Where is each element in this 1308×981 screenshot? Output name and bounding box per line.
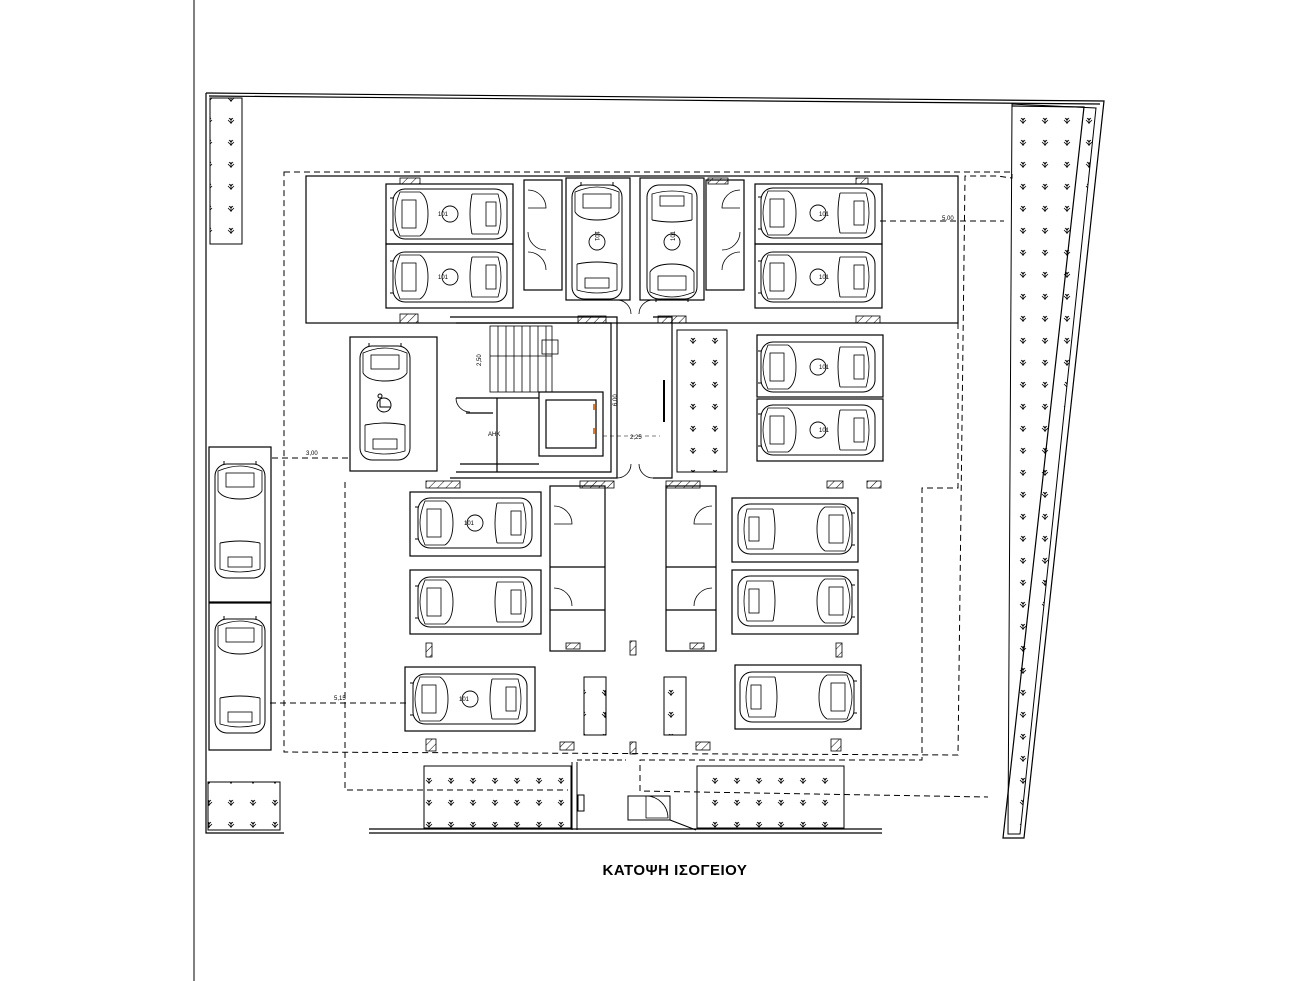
car-space — [758, 188, 875, 238]
wheelchair-icon — [376, 393, 392, 413]
unit-tag: 101 — [671, 230, 677, 241]
storage-room-label: ΑΗΚ — [488, 432, 500, 438]
dimension-setback-bottom: 5,15 — [334, 696, 346, 702]
car-space — [647, 185, 697, 302]
car-space — [390, 252, 507, 302]
car-space — [737, 575, 856, 627]
car-space — [758, 252, 875, 302]
dimension-stair: 2,50 — [477, 354, 483, 366]
dimension-labels: 5,00 3,00 5,15 2,50 6,00 2,25 ΑΗΚ — [306, 216, 954, 702]
car-space — [359, 342, 411, 461]
drawing-title: ΚΑΤΟΨΗ ΙΣΟΓΕΙΟΥ — [602, 862, 748, 879]
greenery-areas — [207, 97, 1097, 835]
car-space — [758, 342, 875, 392]
elevator-marks — [593, 404, 595, 434]
structural-columns — [399, 177, 882, 755]
unit-tag: 101 — [819, 365, 830, 371]
unit-tag: 101 — [819, 275, 830, 281]
unit-tags: 101 101 101 101 101 101 101 101 101 101 — [438, 212, 830, 703]
car-space — [414, 576, 533, 628]
walls — [208, 175, 959, 751]
unit-tag: 101 — [819, 212, 830, 218]
dimension-corridor: 2,25 — [630, 435, 642, 441]
car-space — [737, 503, 856, 555]
entrance-gate — [571, 759, 697, 831]
car-space — [758, 405, 875, 455]
car-space — [214, 460, 266, 579]
unit-tag: 101 — [459, 697, 470, 703]
car-space — [739, 671, 858, 723]
door-swings — [455, 189, 741, 819]
car-space — [390, 189, 507, 239]
unit-tag: 101 — [593, 231, 599, 242]
setback-lines — [270, 171, 1013, 798]
dimension-setback-left: 3,00 — [306, 451, 318, 457]
unit-tag: 101 — [438, 212, 449, 218]
unit-tag: 101 — [819, 428, 830, 434]
dimension-core: 6,00 — [613, 394, 619, 406]
unit-tag: 101 — [464, 521, 475, 527]
dimension-setback-top: 5,00 — [942, 216, 954, 222]
unit-tag: 101 — [438, 275, 449, 281]
car-space — [214, 615, 266, 734]
staircase — [489, 325, 559, 393]
